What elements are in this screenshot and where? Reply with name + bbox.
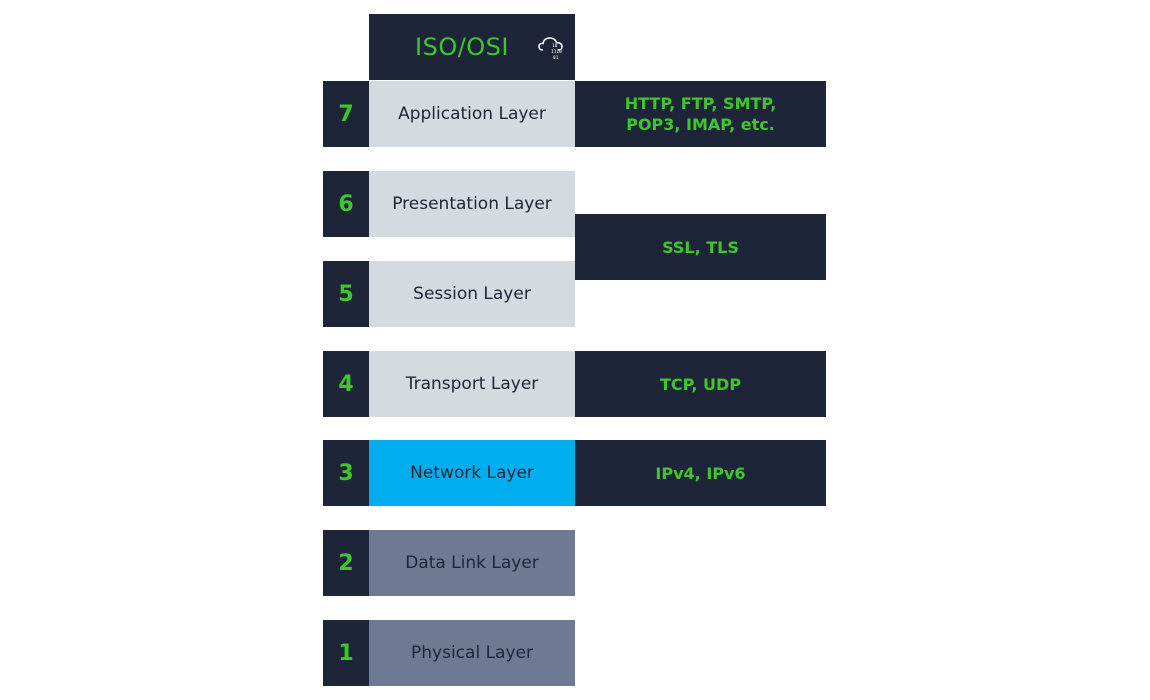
protocol-box-application: HTTP, FTP, SMTP, POP3, IMAP, etc. (575, 81, 826, 147)
diagram-header: ISO/OSI 10 1110 01 (369, 14, 575, 80)
icon-binary-3: 01 (553, 55, 559, 61)
layer-7-name: Application Layer (369, 81, 575, 147)
layer-1-number: 1 (323, 620, 369, 686)
layer-1-name: Physical Layer (369, 620, 575, 686)
layer-2-name: Data Link Layer (369, 530, 575, 596)
diagram-title: ISO/OSI (415, 33, 509, 61)
layer-4-name: Transport Layer (369, 351, 575, 417)
layer-6-number: 6 (323, 171, 369, 237)
protocol-box-presentation-session: SSL, TLS (575, 214, 826, 280)
layer-3-name: Network Layer (369, 440, 575, 506)
layer-2-number: 2 (323, 530, 369, 596)
layer-7-number: 7 (323, 81, 369, 147)
icon-binary-2: 1110 (551, 49, 562, 55)
protocol-box-network: IPv4, IPv6 (575, 440, 826, 506)
protocol-box-transport: TCP, UDP (575, 351, 826, 417)
layer-5-number: 5 (323, 261, 369, 327)
layer-3-number: 3 (323, 440, 369, 506)
layer-6-name: Presentation Layer (369, 171, 575, 237)
cloud-binary-icon: 10 1110 01 (538, 37, 563, 61)
layer-5-name: Session Layer (369, 261, 575, 327)
icon-binary-1: 10 (552, 43, 558, 49)
layer-4-number: 4 (323, 351, 369, 417)
